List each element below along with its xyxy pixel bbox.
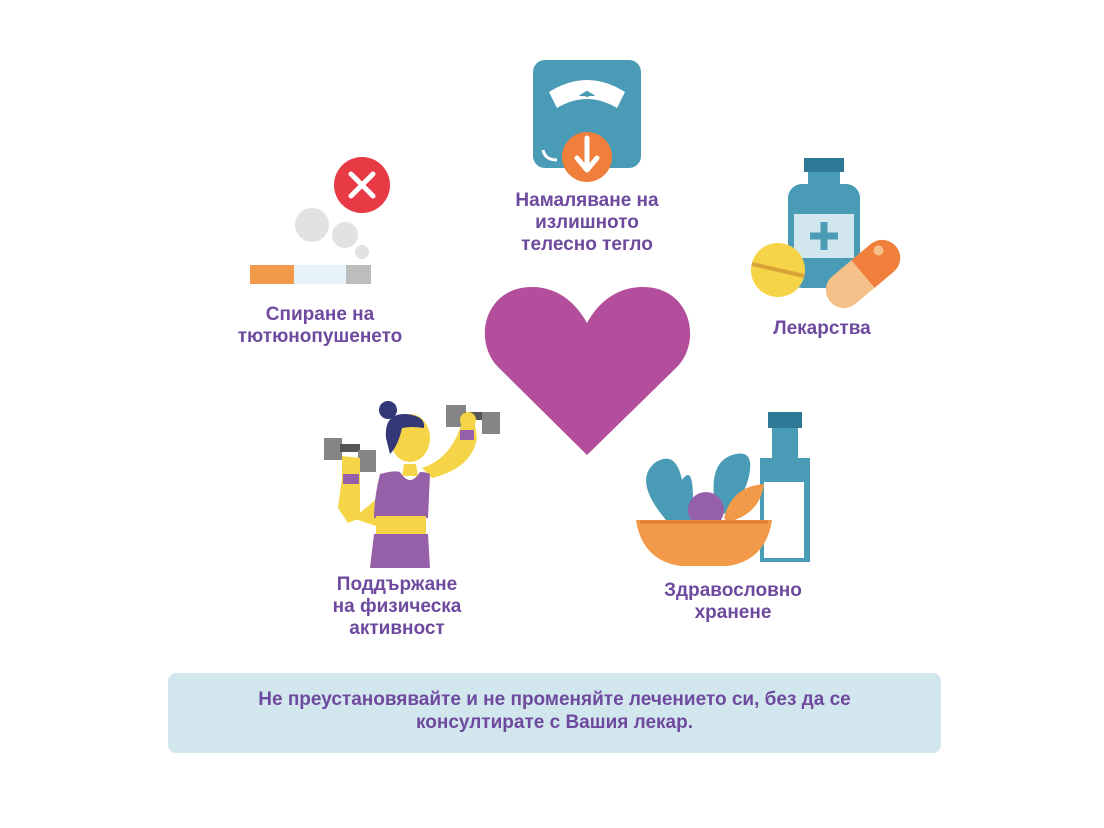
notice-line: Не преустановявайте и не променяйте лече… xyxy=(258,689,851,710)
label-line: Намаляване на xyxy=(515,190,659,211)
label-line: хранене xyxy=(694,602,772,623)
healthy-food-icon xyxy=(636,412,810,566)
scale-icon xyxy=(533,60,641,182)
label-smoking-cessation: Спиране на тютюнопушенето xyxy=(238,304,403,348)
heart-icon xyxy=(484,287,691,455)
label-physical-activity: Поддържане на физическа активност xyxy=(333,574,462,640)
label-line: активност xyxy=(349,618,445,639)
label-line: излишното xyxy=(535,212,639,233)
label-line: Здравословно xyxy=(664,580,802,601)
exercise-icon xyxy=(324,401,500,568)
label-line: Лекарства xyxy=(773,318,871,339)
label-line: тютюнопушенето xyxy=(237,326,403,347)
medicine-icon xyxy=(751,158,901,309)
label-healthy-eating: Здравословно хранене xyxy=(664,580,802,624)
label-weight-loss: Намаляване на излишното телесно тегло xyxy=(515,190,658,256)
notice-box: Не преустановявайте и не променяйте лече… xyxy=(168,673,941,753)
label-line: Поддържане xyxy=(336,574,458,595)
label-medicines: Лекарства xyxy=(773,318,870,340)
label-line: Спиране на xyxy=(265,304,375,325)
notice-line: консултирате с Вашия лекар. xyxy=(416,712,693,733)
label-line: на физическа xyxy=(332,596,462,617)
no-smoking-icon xyxy=(250,157,390,284)
notice-text: Не преустановявайте и не променяйте лече… xyxy=(168,688,941,734)
label-line: телесно тегло xyxy=(521,234,653,255)
